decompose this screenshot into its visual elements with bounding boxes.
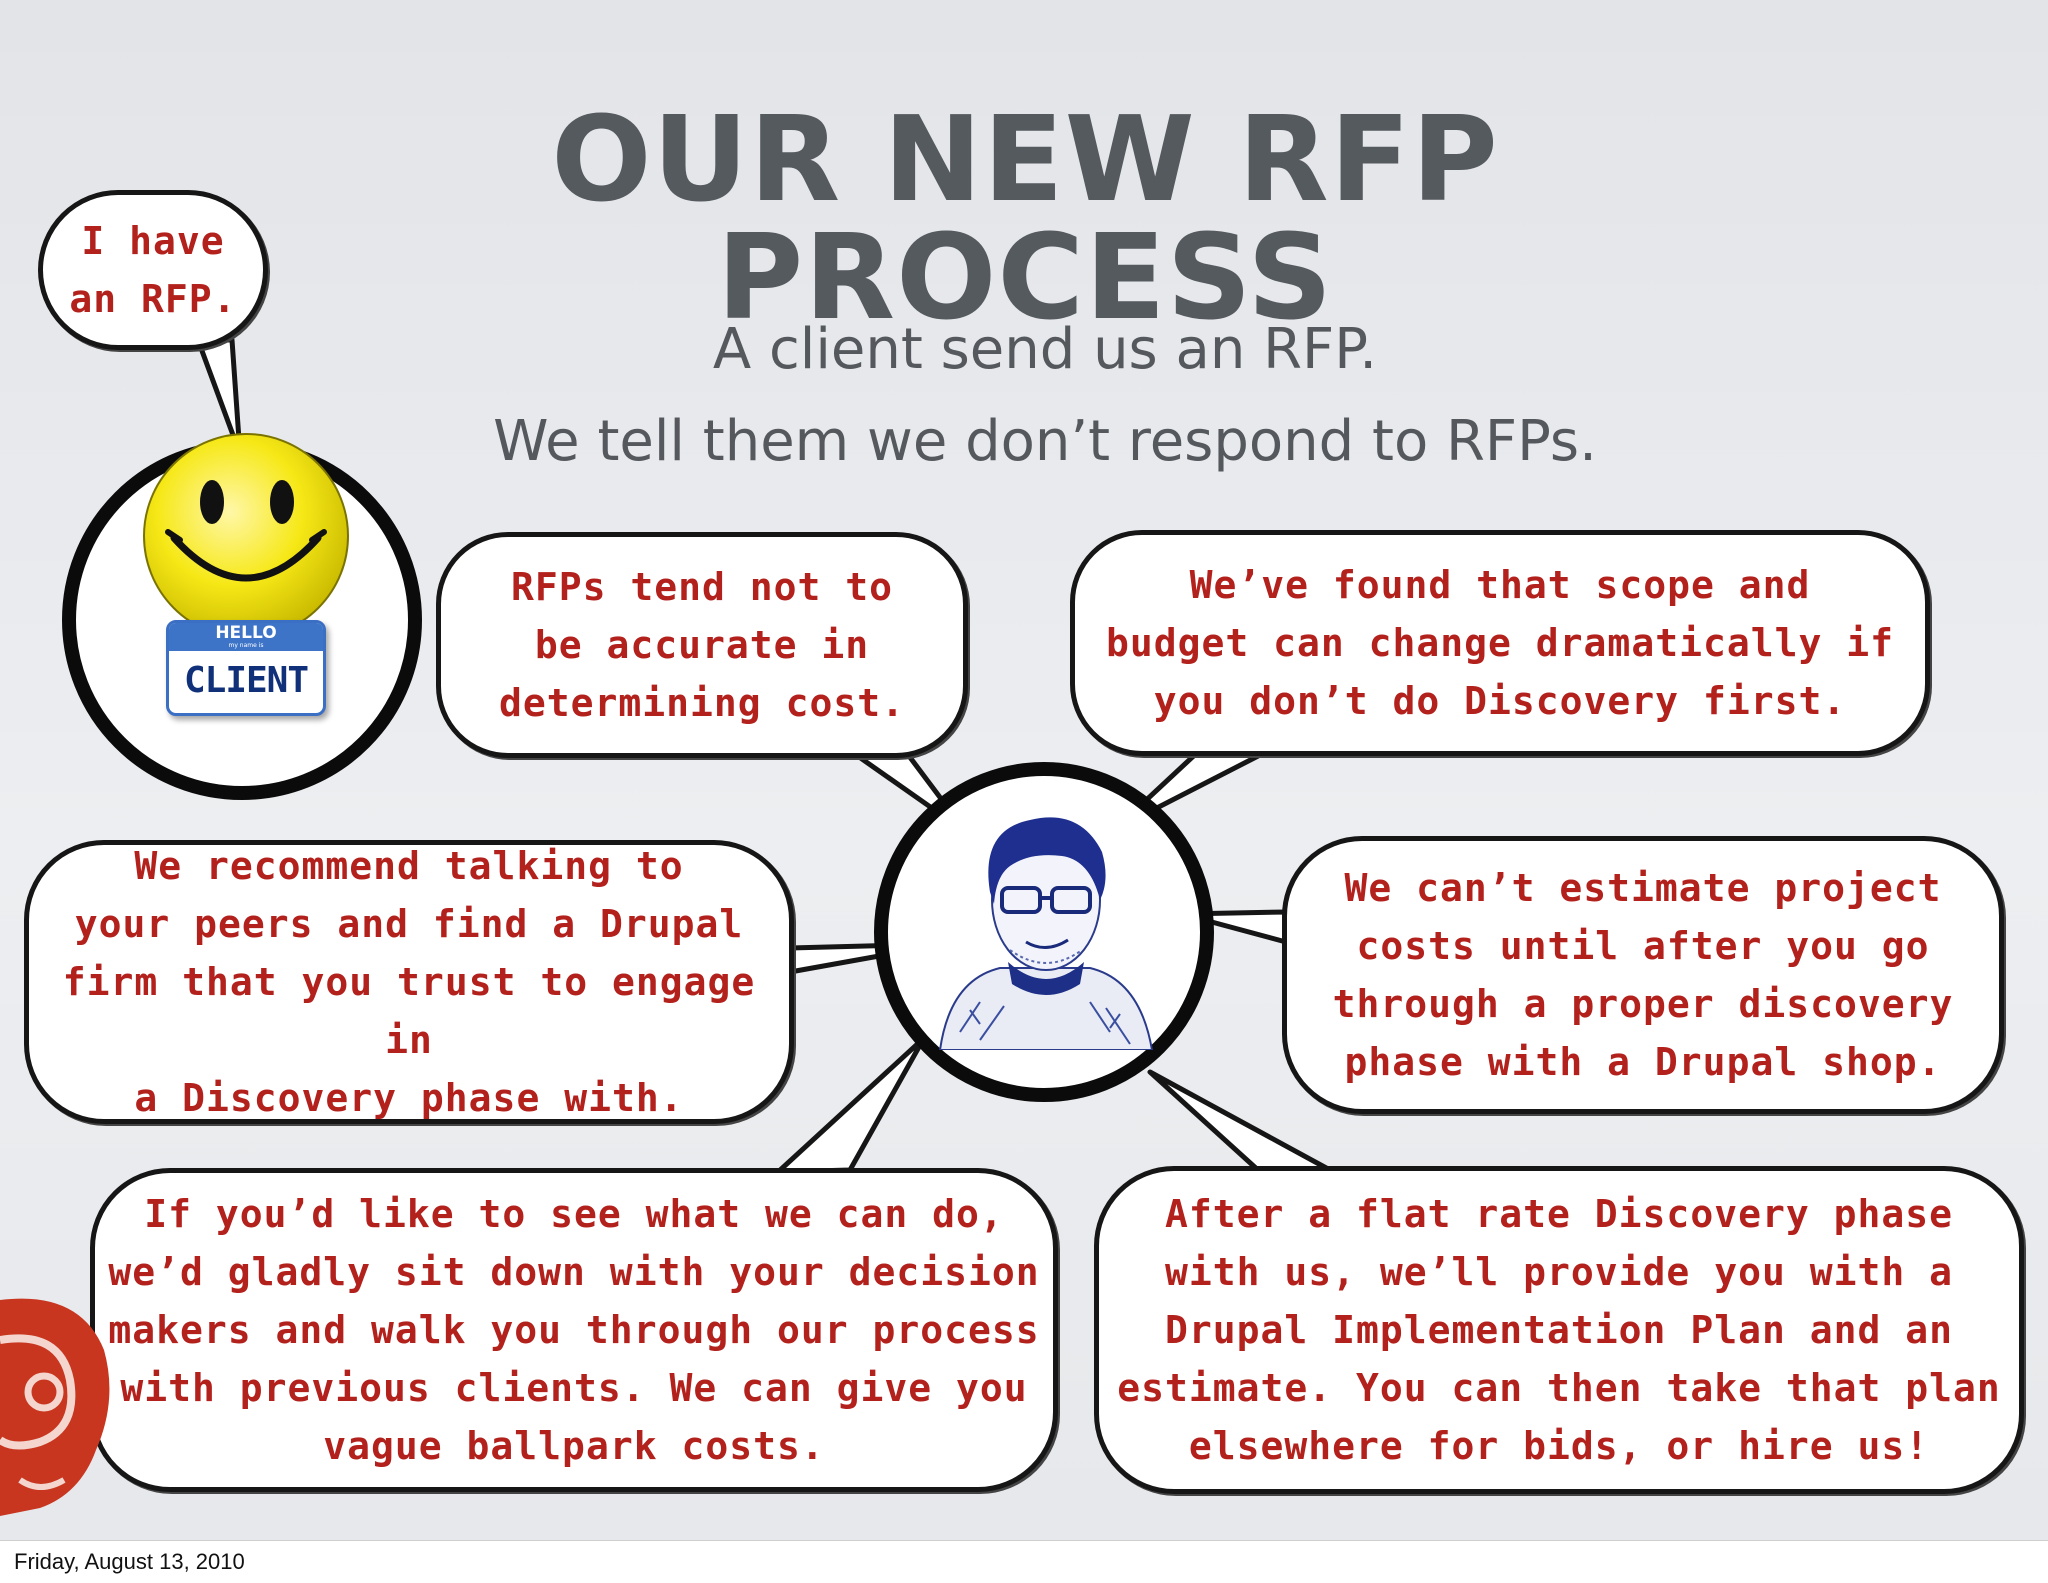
bubble-line: Drupal Implementation Plan and an: [1165, 1308, 1953, 1352]
bubble-line: After a flat rate Discovery phase: [1165, 1192, 1953, 1236]
bubble-line: estimate. You can then take that plan: [1117, 1366, 2001, 1410]
client-speech-bubble: I have an RFP.: [38, 190, 268, 350]
bubble-line: we’d gladly sit down with your decision: [108, 1250, 1040, 1294]
name-tag-name: CLIENT: [183, 660, 309, 701]
footer: Friday, August 13, 2010: [0, 1540, 2048, 1583]
subtitle-line-1: A client send us an RFP.: [712, 317, 1378, 382]
bubble-line: If you’d like to see what we can do,: [144, 1192, 1004, 1236]
bubble-line: budget can change dramatically if: [1106, 621, 1894, 665]
bubble-line: a Discovery phase with.: [134, 1076, 684, 1120]
bubble-line: vague ballpark costs.: [323, 1424, 825, 1468]
bubble-line: determining cost.: [499, 681, 905, 725]
name-tag-hello: HELLO: [215, 623, 277, 643]
see-what-we-can-do-bubble: If you’d like to see what we can do, we’…: [90, 1168, 1058, 1492]
bubble-line: We recommend talking to: [134, 844, 684, 888]
bubble-line: your peers and find a Drupal: [74, 902, 744, 946]
page-title: OUR NEW RFP PROCESS: [551, 90, 1499, 346]
swirl-logo-icon: [0, 1298, 110, 1516]
bubble-line: an RFP.: [69, 277, 237, 321]
bubble-line: We can’t estimate project: [1344, 866, 1942, 910]
see-what-bubble-tail: [775, 1035, 927, 1175]
bubble-line: We’ve found that scope and: [1189, 563, 1811, 607]
subtitle-line-2: We tell them we don’t respond to RFPs.: [493, 409, 1597, 474]
bubble-line: I have: [81, 219, 225, 263]
rfp-accuracy-bubble: RFPs tend not to be accurate in determin…: [436, 532, 968, 758]
footer-date: Friday, August 13, 2010: [14, 1549, 245, 1574]
bubble-line: makers and walk you through our process: [108, 1308, 1040, 1352]
slide: OUR NEW RFP PROCESS A client send us an …: [0, 0, 2048, 1540]
bubble-line: phase with a Drupal shop.: [1344, 1040, 1942, 1084]
person-sketch-icon: [938, 817, 1154, 1050]
bubble-line: firm that you trust to engage in: [62, 960, 756, 1062]
name-tag-my-name-is: my name is: [228, 642, 264, 649]
bubble-line: with us, we’ll provide you with a: [1165, 1250, 1953, 1294]
after-discovery-bubble: After a flat rate Discovery phase with u…: [1094, 1166, 2024, 1494]
bubble-line: be accurate in: [534, 623, 870, 667]
bubble-line: costs until after you go: [1356, 924, 1930, 968]
smiley-face-icon: [143, 433, 349, 639]
scope-budget-bubble: We’ve found that scope and budget can ch…: [1070, 530, 1930, 756]
bubble-line: with previous clients. We can give you: [120, 1366, 1028, 1410]
name-tag-header: HELLO my name is: [169, 623, 323, 651]
bubble-line: through a proper discovery: [1332, 982, 1954, 1026]
bubble-line: RFPs tend not to: [510, 565, 894, 609]
recommend-peers-bubble: We recommend talking to your peers and f…: [24, 840, 794, 1124]
client-name-tag: HELLO my name is CLIENT: [166, 620, 326, 716]
estimate-costs-bubble: We can’t estimate project costs until af…: [1282, 836, 2004, 1114]
bubble-line: elsewhere for bids, or hire us!: [1188, 1424, 1930, 1468]
bubble-line: you don’t do Discovery first.: [1153, 679, 1847, 723]
